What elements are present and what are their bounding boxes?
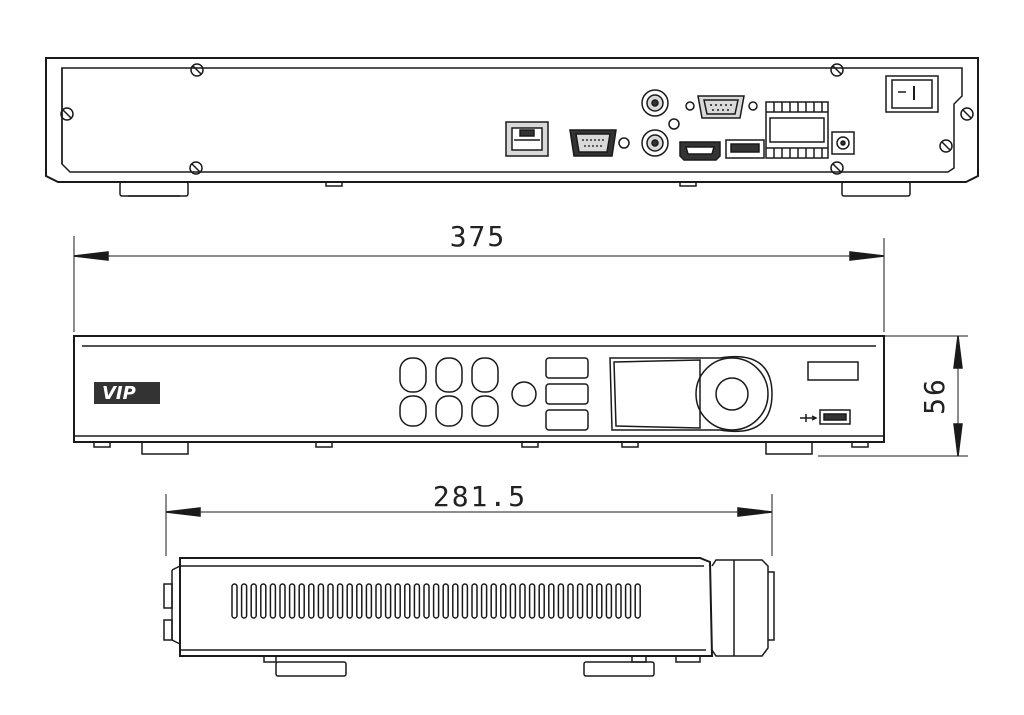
height-label: 56 bbox=[918, 377, 951, 415]
vent-slot bbox=[596, 583, 603, 619]
vent-slot bbox=[548, 583, 555, 619]
vent-slot bbox=[269, 583, 277, 619]
vent-slot bbox=[615, 583, 622, 619]
front-button-group bbox=[399, 357, 499, 427]
vent-slot bbox=[634, 583, 641, 619]
vent-slot bbox=[384, 583, 392, 619]
height-dimension: 56 bbox=[818, 335, 968, 457]
width-dimension: 375 bbox=[73, 220, 885, 332]
vent-slot bbox=[528, 583, 536, 619]
front-foot-right bbox=[765, 441, 813, 455]
vent-slot bbox=[519, 583, 526, 619]
vent-slot bbox=[327, 583, 334, 619]
vent-slot bbox=[586, 583, 593, 619]
terminal-block-icon bbox=[765, 101, 829, 159]
front-panel-outline bbox=[73, 335, 885, 443]
vent-slot bbox=[375, 583, 382, 619]
svg-text:VIP: VIP bbox=[102, 383, 136, 404]
vent-slot bbox=[500, 583, 507, 619]
vent-slot bbox=[538, 583, 545, 619]
side-view bbox=[163, 557, 775, 677]
lan-port-icon bbox=[505, 121, 549, 157]
side-foot-left bbox=[275, 661, 347, 677]
vent-slot bbox=[394, 583, 401, 619]
vent-slot bbox=[509, 583, 517, 619]
rear-foot-right bbox=[841, 181, 911, 197]
rear-panel-outline bbox=[45, 57, 979, 183]
vent-slots bbox=[231, 583, 641, 619]
vent-slot bbox=[279, 583, 286, 619]
vent-slot bbox=[624, 583, 632, 619]
rear-panel-inner-frame bbox=[61, 67, 963, 173]
screw-icon bbox=[60, 63, 974, 175]
ir-receiver-icon bbox=[511, 381, 537, 407]
brand-logo: VIP bbox=[94, 382, 160, 404]
rear-foot-left bbox=[119, 181, 189, 197]
vent-slot bbox=[365, 583, 373, 619]
vent-slot bbox=[260, 583, 267, 619]
indicator-buttons bbox=[545, 357, 589, 431]
side-outline bbox=[179, 557, 714, 657]
vent-slot bbox=[346, 583, 353, 619]
vent-slot bbox=[288, 583, 296, 619]
vent-slot bbox=[452, 583, 459, 619]
usb-port-front-icon bbox=[800, 409, 851, 425]
vent-slot bbox=[308, 583, 315, 619]
vent-slot bbox=[480, 583, 488, 619]
vent-slot bbox=[432, 583, 440, 619]
hdmi-port-icon bbox=[679, 141, 721, 161]
arrow-left-icon bbox=[73, 251, 109, 261]
depth-dimension: 281.5 bbox=[165, 480, 773, 556]
vent-slot bbox=[567, 583, 574, 619]
vent-slot bbox=[240, 583, 248, 619]
vent-slot bbox=[490, 583, 497, 619]
power-switch-icon bbox=[885, 75, 939, 113]
jog-dial-inner-icon bbox=[715, 377, 749, 411]
width-label: 375 bbox=[450, 220, 507, 253]
vent-slot bbox=[250, 583, 257, 619]
vent-slot bbox=[317, 583, 325, 619]
arrow-right-icon bbox=[849, 251, 885, 261]
side-foot-right bbox=[583, 661, 655, 677]
vent-slot bbox=[404, 583, 411, 619]
dc-power-input-icon bbox=[831, 131, 855, 155]
vent-slot bbox=[461, 583, 469, 619]
vent-slot bbox=[576, 583, 584, 619]
vent-slot bbox=[413, 583, 421, 619]
vent-slot bbox=[231, 583, 238, 619]
audio-jack-icon bbox=[641, 89, 680, 157]
arrow-up-icon bbox=[953, 335, 963, 369]
jog-shuttle-panel bbox=[609, 356, 773, 432]
rear-handle bbox=[711, 559, 769, 657]
front-display-window bbox=[807, 361, 859, 381]
arrow-right-icon bbox=[737, 507, 773, 517]
depth-label: 281.5 bbox=[433, 480, 527, 513]
vent-slot bbox=[356, 583, 363, 619]
vent-slot bbox=[605, 583, 613, 619]
vent-slot bbox=[557, 583, 565, 619]
vent-slot bbox=[442, 583, 449, 619]
usb-port-icon bbox=[725, 139, 765, 159]
front-foot-left bbox=[141, 441, 189, 455]
front-panel-view: VIP bbox=[73, 335, 885, 455]
vent-slot bbox=[423, 583, 430, 619]
vent-slot bbox=[336, 583, 344, 619]
arrow-down-icon bbox=[953, 423, 963, 457]
rear-panel-view bbox=[45, 57, 979, 197]
vent-slot bbox=[298, 583, 305, 619]
jog-dial-outer-icon bbox=[695, 357, 769, 431]
vga-port-icon bbox=[569, 129, 617, 157]
vent-slot bbox=[471, 583, 478, 619]
rs232-port-icon bbox=[685, 95, 758, 119]
arrow-left-icon bbox=[165, 507, 201, 517]
